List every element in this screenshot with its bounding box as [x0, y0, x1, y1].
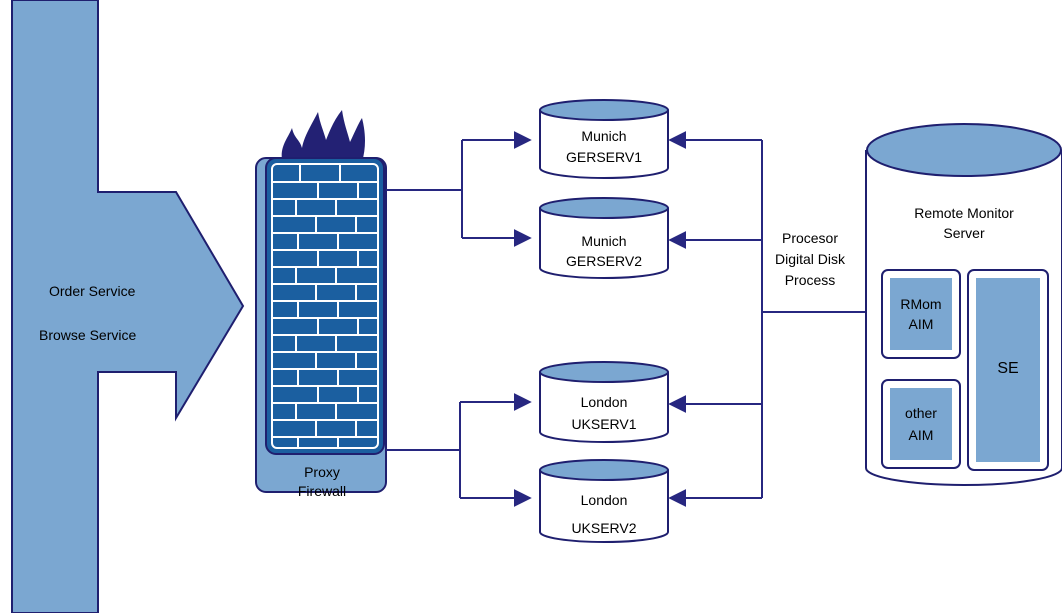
- server-name: GERSERV1: [566, 149, 642, 165]
- server-london-ukserv1: London UKSERV1: [539, 361, 669, 443]
- server-city: Munich: [581, 128, 626, 144]
- server-city: London: [581, 492, 628, 508]
- firewall-connectors: [386, 131, 532, 507]
- server-name: GERSERV2: [566, 253, 642, 269]
- process-label-line1: Procesor: [782, 230, 838, 246]
- process-label-line2: Digital Disk: [775, 251, 846, 267]
- flame-icon: [281, 110, 365, 162]
- firewall-label-line2: Firewall: [298, 483, 346, 499]
- server-name: UKSERV2: [571, 520, 636, 536]
- process-label-line3: Process: [785, 272, 836, 288]
- proxy-firewall: Proxy Firewall: [255, 110, 387, 499]
- server-name: UKSERV1: [571, 416, 636, 432]
- other-aim-line2: AIM: [909, 427, 934, 443]
- monitor-connectors: [668, 131, 866, 507]
- browse-service-label: Browse Service: [39, 327, 136, 343]
- remote-monitor-server: Remote Monitor Server RMom AIM other AIM…: [865, 123, 1062, 486]
- order-service-label: Order Service: [49, 283, 136, 299]
- monitor-label-line1: Remote Monitor: [914, 205, 1014, 221]
- se-label: SE: [997, 360, 1018, 377]
- other-aim-line1: other: [905, 405, 937, 421]
- server-munich-gerserv1: Munich GERSERV1: [539, 99, 669, 179]
- server-city: Munich: [581, 233, 626, 249]
- server-london-ukserv2: London UKSERV2: [539, 459, 669, 543]
- rmom-aim-line2: AIM: [909, 316, 934, 332]
- firewall-label-line1: Proxy: [304, 464, 340, 480]
- server-munich-gerserv2: Munich GERSERV2: [539, 197, 669, 279]
- brick-wall-icon: [272, 164, 378, 448]
- monitor-label-line2: Server: [943, 225, 985, 241]
- service-arrow: Order Service Browse Service: [11, 0, 245, 613]
- server-city: London: [581, 394, 628, 410]
- rmom-aim-line1: RMom: [900, 296, 941, 312]
